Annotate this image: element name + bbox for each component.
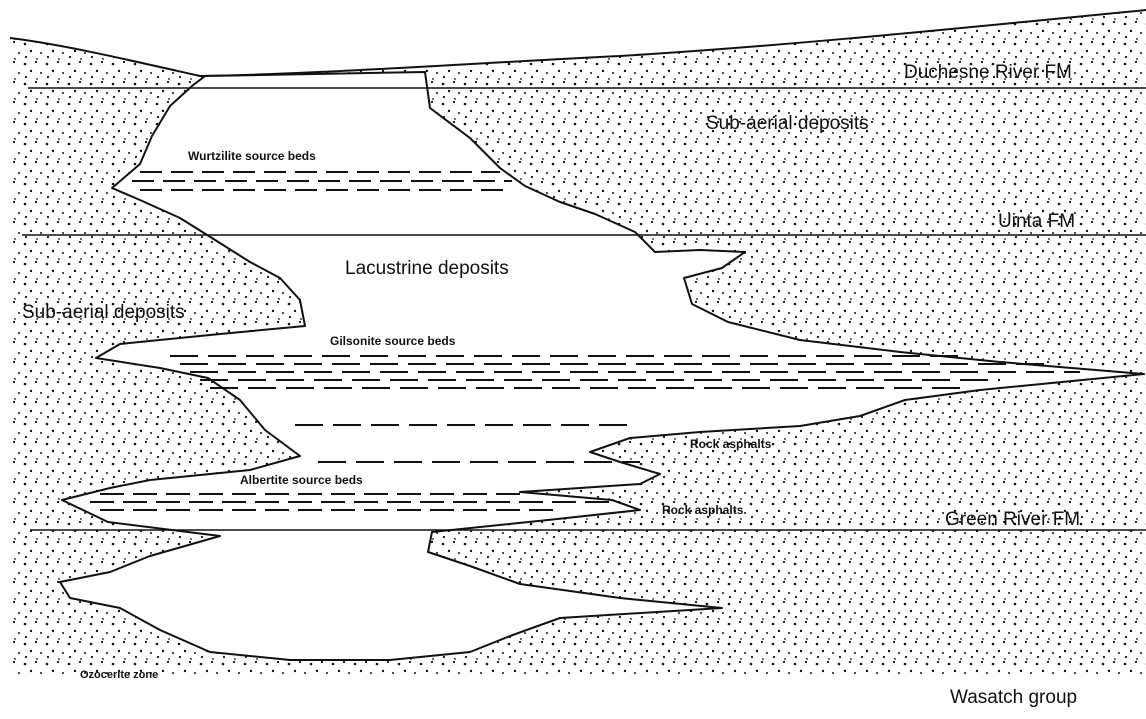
uinta-formation-label: Uinta FM	[998, 212, 1075, 231]
subaerial-deposits-left-label: Sub-aerial deposits	[22, 303, 185, 322]
lacustrine-deposits-label: Lacustrine deposits	[345, 259, 509, 278]
wasatch-group-label: Wasatch group	[950, 688, 1077, 707]
albertite-source-beds-label: Albertite source beds	[240, 474, 363, 486]
ozocerite-zone-label: Ozocerite zone	[80, 670, 158, 681]
subaerial-deposits-upper-label: Sub-aerial deposits	[706, 114, 869, 133]
rock-asphalts-upper-label: Rock asphalts	[690, 438, 771, 450]
rock-asphalts-lower-label: Rock asphalts	[662, 504, 743, 516]
duchesne-river-formation-label: Duchesne River FM	[904, 63, 1072, 82]
green-river-formation-label: Green River FM	[945, 510, 1080, 529]
gilsonite-source-beds-label: Gilsonite source beds	[330, 335, 455, 347]
wurtzilite-source-beds-label: Wurtzilite source beds	[188, 150, 316, 162]
